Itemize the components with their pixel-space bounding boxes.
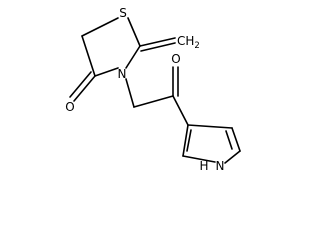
atom-n3: N <box>118 67 127 81</box>
bond-c4-o <box>73 75 96 102</box>
bond-pyr-c5-n1 <box>224 150 241 164</box>
atom-ch2-text: CH <box>177 34 194 48</box>
bond-pyr-c4-c5 <box>231 127 241 152</box>
atom-s: S <box>119 6 127 20</box>
atom-nh-h: H <box>199 159 208 173</box>
bond-c2-ch2-double <box>140 42 176 52</box>
atom-ch2-subscript: 2 <box>194 41 199 51</box>
bond-c5-s <box>81 17 119 37</box>
bond-pyr-c4-c5-double <box>225 130 233 150</box>
bond-pyr-c2-c3-double <box>186 129 192 152</box>
bond-ch2-co <box>133 95 174 108</box>
bond-n3-c4 <box>94 67 119 77</box>
structure-diagram: S N O O CH2 H N <box>65 6 241 173</box>
atom-nh-n: N <box>216 159 225 173</box>
bond-c4-c5 <box>81 35 96 77</box>
bond-c2-n3 <box>125 45 141 69</box>
atom-ch2: CH2 <box>177 34 200 51</box>
bond-pyr-c3-c4 <box>187 124 233 129</box>
atom-o-ring-carbonyl: O <box>65 100 74 114</box>
bond-c4-o-double <box>69 71 92 98</box>
bond-c2-ch2 <box>139 37 176 47</box>
bond-co-pyrrole <box>172 95 189 126</box>
bond-n3-ch2 <box>125 78 135 108</box>
bond-pyr-c2-c3 <box>182 124 189 157</box>
bond-s-c2 <box>127 17 141 47</box>
bond-pyr-n1-c2 <box>182 155 216 163</box>
atom-o-ketone: O <box>171 52 180 66</box>
